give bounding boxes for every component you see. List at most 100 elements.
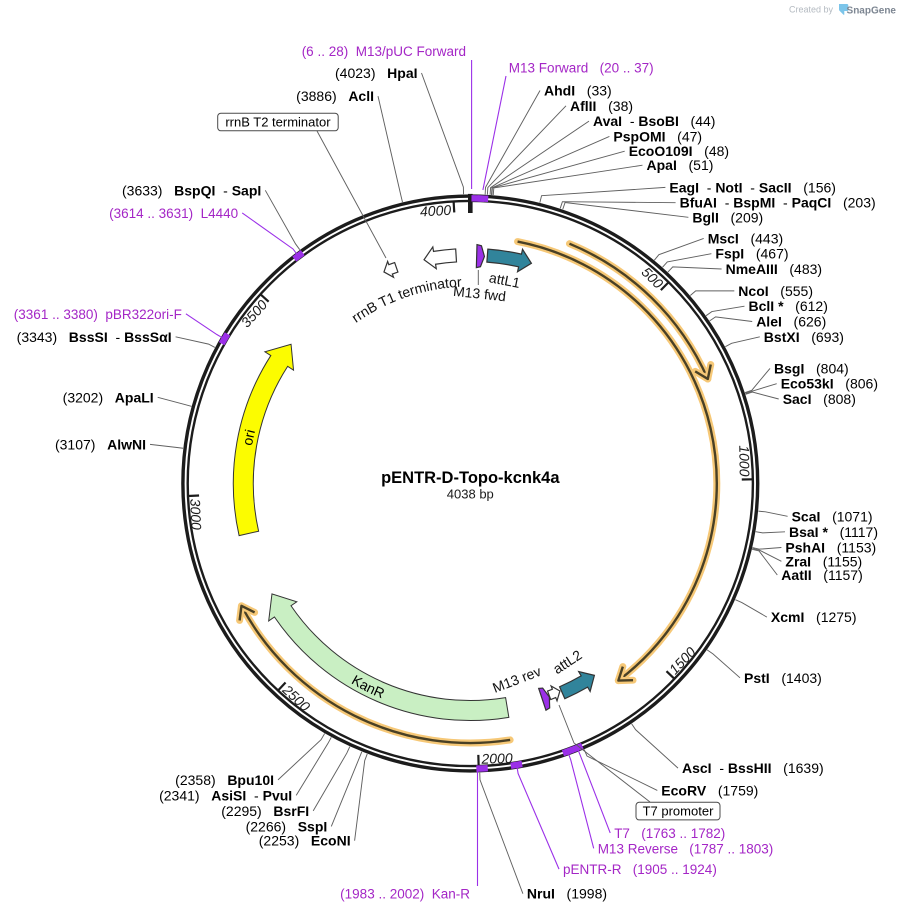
site-label-PspOMI: PspOMI (47) xyxy=(613,128,702,144)
site-label-part: MscI xyxy=(708,230,739,246)
site-label-part: ApaI xyxy=(647,157,677,173)
attL1-arrow xyxy=(486,247,533,273)
T7-promoter-arrow xyxy=(546,684,561,703)
callout-line-AatII xyxy=(752,548,778,576)
site-label-BsaI: BsaI * (1117) xyxy=(789,524,878,540)
callout-line-AhdI xyxy=(484,90,541,195)
site-label-part: BsrFI xyxy=(273,803,309,819)
site-label-part: (555) xyxy=(769,283,813,299)
tick-2500 xyxy=(277,681,287,692)
site-label-part: - xyxy=(775,195,791,211)
site-label-part: BglI xyxy=(692,209,718,225)
site-label-part: NruI xyxy=(527,886,555,902)
site-label-part: (3107) xyxy=(55,436,107,452)
site-label-part: - xyxy=(246,787,262,803)
site-label-part: EagI xyxy=(669,179,699,195)
site-label-part: (47) xyxy=(666,128,703,144)
site-label-part: (693) xyxy=(800,329,844,345)
site-label-AlwNI: (3107) AlwNI xyxy=(55,436,146,452)
snapgene-logo-icon xyxy=(839,4,849,15)
site-label-BfuAI-BspMI-PaqCI: BfuAI - BspMI - PaqCI (203) xyxy=(680,195,876,211)
site-label-part: - xyxy=(712,760,728,776)
site-label-part: (1117) xyxy=(828,524,878,540)
site-label-part: - xyxy=(743,179,759,195)
site-label-AflII: AflII (38) xyxy=(570,98,633,114)
site-label-MscI: MscI (443) xyxy=(708,230,783,246)
callout-line-pBR322ori-F xyxy=(185,313,224,339)
callout-line-NcoI xyxy=(689,290,735,296)
callout-line-BglI xyxy=(562,202,689,218)
site-label-NcoI: NcoI (555) xyxy=(738,283,813,299)
site-label-part: (806) xyxy=(834,376,878,392)
site-label-part: (203) xyxy=(831,195,875,211)
callout-line-AleI xyxy=(709,316,753,322)
site-label-part: - xyxy=(699,179,715,195)
callout-line-ScaI xyxy=(758,510,788,517)
site-label-part: ZraI xyxy=(785,553,811,569)
callout-line-AvaI-BsoBI xyxy=(489,120,590,195)
site-label-part: (2295) xyxy=(221,803,273,819)
tick-500 xyxy=(660,281,670,291)
site-label-ApaI: ApaI (51) xyxy=(647,157,714,173)
site-label-part: (209) xyxy=(719,209,763,225)
site-label-BglI: BglI (209) xyxy=(692,209,763,225)
site-label-part: (1153) xyxy=(825,540,876,556)
site-label-part: BssHII xyxy=(728,760,772,776)
site-label-part: (483) xyxy=(778,261,822,277)
callout-line-NruI xyxy=(479,772,524,894)
callout-line-AscI-BssHII xyxy=(631,723,679,769)
feature-label-ori: ori xyxy=(239,428,258,447)
callout-line-T7 xyxy=(577,749,611,834)
site-label-part: (2253) xyxy=(259,833,311,849)
site-label-part: (2341) xyxy=(159,787,211,803)
site-label-AhdI: AhdI (33) xyxy=(544,83,612,99)
site-label-Bpu10I: (2358) Bpu10I xyxy=(175,772,274,788)
site-label-part: FspI xyxy=(715,246,744,262)
site-label-part: EcoO109I xyxy=(629,143,693,159)
site-label-part: (443) xyxy=(739,230,783,246)
plasmid-size: 4038 bp xyxy=(447,487,494,502)
callout-line-BfuAI-BspMI-PaqCI xyxy=(559,201,676,209)
callout-line-FspI xyxy=(662,253,712,268)
site-label-part: BspQI xyxy=(174,182,215,198)
site-label-part: Eco53kI xyxy=(781,376,834,392)
primer-marks xyxy=(218,195,584,772)
site-label-Eco53kI: Eco53kI (806) xyxy=(781,376,878,392)
site-label-part: BssSI xyxy=(69,329,108,345)
site-label-part: SspI xyxy=(298,818,328,834)
pENTR-R-mark xyxy=(510,760,523,769)
site-label-BsrFI: (2295) BsrFI xyxy=(221,803,309,819)
site-label-part: (33) xyxy=(575,83,612,99)
site-label-part: EcoRV xyxy=(661,782,707,798)
callout-line-HpaI xyxy=(421,72,465,195)
site-label-part: (44) xyxy=(679,113,716,129)
site-label-part: PspOMI xyxy=(613,128,665,144)
callout-lines xyxy=(149,60,788,894)
site-label-part: (1275) xyxy=(804,609,856,625)
callout-line-M13-Forward xyxy=(482,75,507,191)
callout-line-EcoRV xyxy=(583,749,658,791)
site-label-part: EcoNI xyxy=(311,833,351,849)
site-label-part: (804) xyxy=(804,360,848,376)
site-label-ZraI: ZraI (1155) xyxy=(785,553,862,569)
site-label-part: BsgI xyxy=(774,360,804,376)
site-label-M13-pUC-Forward: (6 .. 28) M13/pUC Forward xyxy=(302,44,466,59)
callout-line-ApaI xyxy=(492,164,643,196)
rrnB-T1-terminator-arrow xyxy=(423,245,458,271)
site-label-BssSI-BssSaI: (3343) BssSI - BssSαI xyxy=(17,329,172,345)
site-label-part: SacII xyxy=(759,179,792,195)
T7-promoter-box-label: T7 promoter xyxy=(643,804,714,819)
tick-label-3500: 3500 xyxy=(238,296,271,330)
site-label-part: ScaI xyxy=(792,508,821,524)
callout-line-MscI xyxy=(653,237,704,261)
feature-label-text-ori: ori xyxy=(239,428,258,447)
callout-line-AflII xyxy=(486,105,567,195)
site-label-part: AvaI xyxy=(593,113,622,129)
callout-line-SacI xyxy=(745,391,779,400)
site-label-AvaI-BsoBI: AvaI - BsoBI (44) xyxy=(593,113,715,129)
insert-arc-long-core xyxy=(517,240,718,682)
site-label-AatII: AatII (1157) xyxy=(781,567,862,583)
M13-rev-arrow xyxy=(537,687,551,712)
